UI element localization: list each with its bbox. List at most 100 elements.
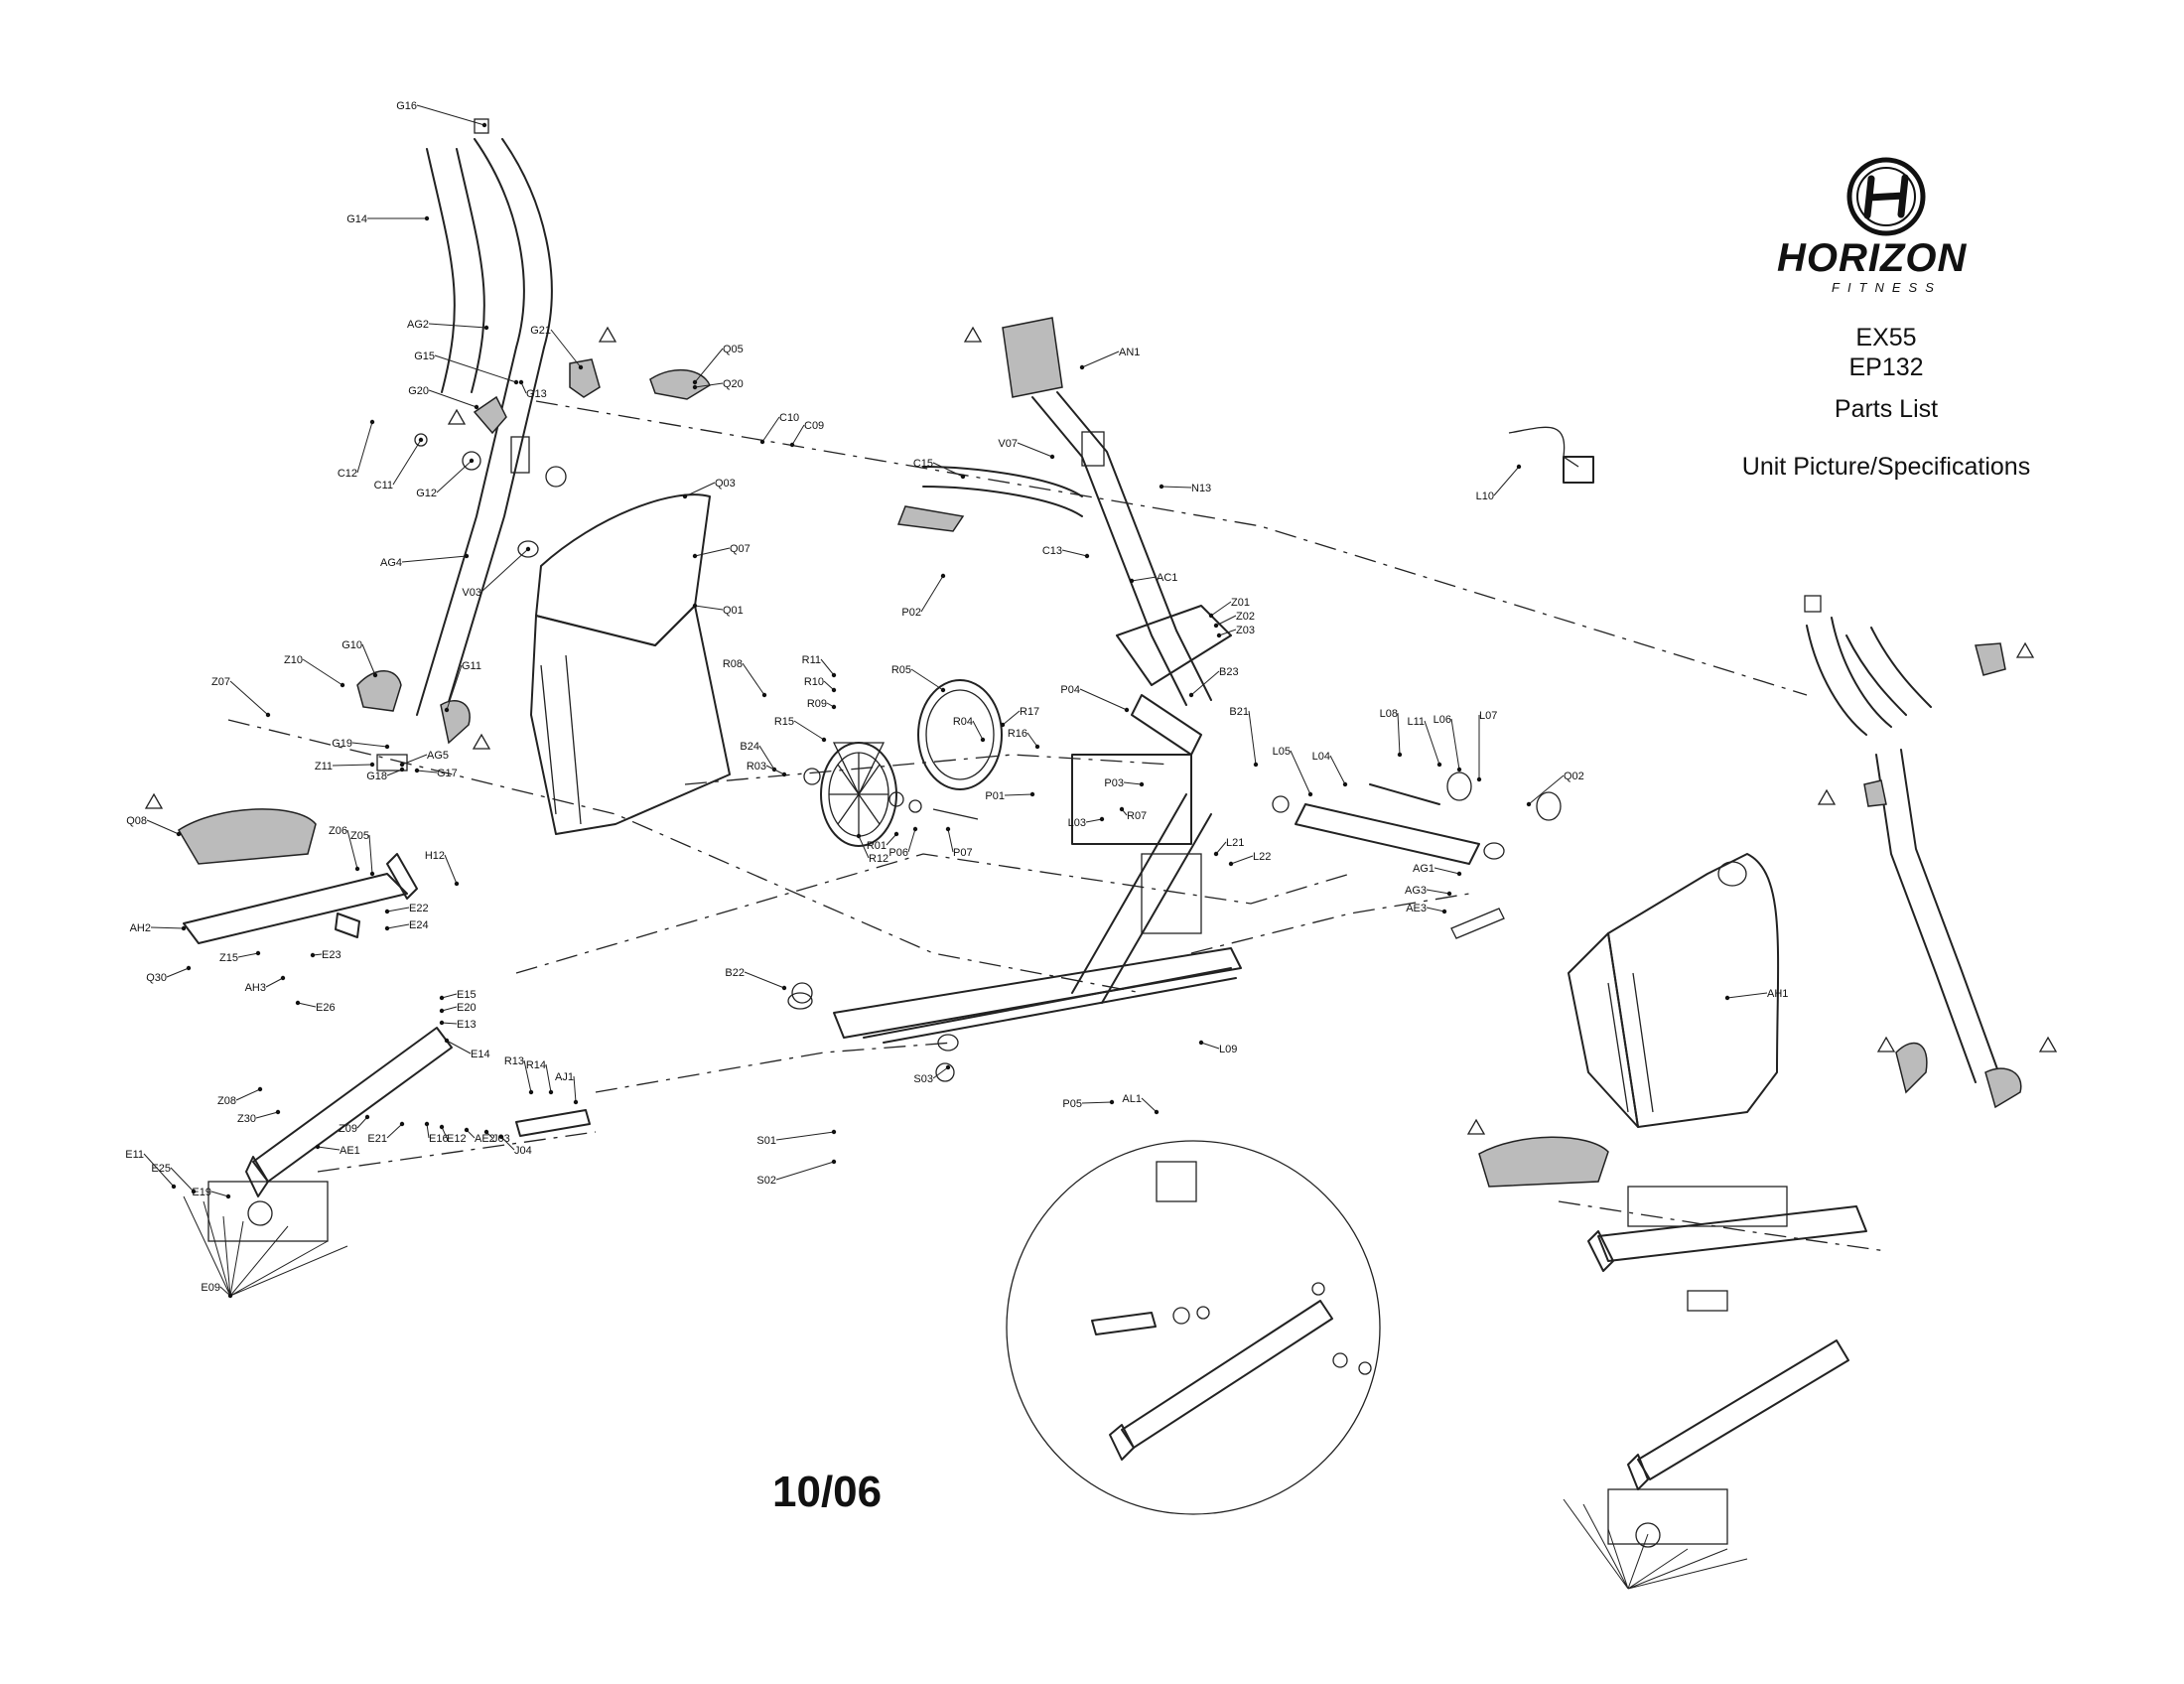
leader-dot — [176, 831, 182, 837]
leader-dot — [225, 1193, 231, 1199]
power-adapter — [1508, 426, 1594, 484]
part-label-e23: E23 — [322, 949, 341, 961]
brand-name: HORIZON — [1777, 236, 1968, 280]
leader-dot — [483, 1129, 489, 1135]
leader-line — [910, 668, 944, 691]
q08-right-pedal — [1478, 1136, 1609, 1188]
leader-dot — [257, 1086, 263, 1092]
leader-dot — [1526, 801, 1532, 807]
part-label-g19: G19 — [332, 738, 352, 750]
leader-line — [932, 1066, 949, 1079]
leader-dot — [1307, 791, 1313, 797]
leader-dot — [464, 553, 470, 559]
part-label-q05: Q05 — [723, 344, 744, 355]
leader-dot — [1124, 707, 1130, 713]
leader-line — [793, 720, 825, 741]
leader-dot — [439, 1124, 445, 1130]
leader-dot — [912, 826, 918, 832]
leader-line — [386, 769, 403, 776]
leader-dot — [255, 950, 261, 956]
leader-line — [428, 323, 487, 329]
leader-dot — [1456, 767, 1462, 772]
leader-dot — [439, 995, 445, 1001]
leader-line — [694, 382, 724, 388]
leader-line — [523, 1059, 532, 1093]
leader-dot — [1079, 364, 1085, 370]
right-handlebar-assembly — [1804, 595, 2022, 1109]
part-label-g17: G17 — [437, 768, 458, 779]
leader-dot — [481, 122, 487, 128]
leader-line — [758, 745, 775, 771]
part-label-ah2: AH2 — [130, 922, 151, 934]
leader-dot — [893, 831, 899, 837]
leader-dot — [369, 419, 375, 425]
leader-dot — [1188, 692, 1194, 698]
part-label-aj1: AJ1 — [555, 1071, 574, 1083]
part-label-v07: V07 — [998, 438, 1018, 450]
part-label-q30: Q30 — [146, 972, 167, 984]
leader-line — [229, 680, 269, 716]
leader-dot — [444, 1038, 450, 1044]
leader-line — [235, 1088, 261, 1101]
leader-line — [545, 1063, 552, 1093]
leader-line — [143, 1153, 175, 1188]
leader-line — [972, 720, 984, 741]
leader-line — [1004, 793, 1033, 796]
leader-dot — [1342, 781, 1348, 787]
part-label-g14: G14 — [346, 213, 367, 225]
leader-line — [416, 770, 438, 773]
an1-console — [1002, 317, 1063, 398]
leader-line — [356, 1116, 368, 1129]
leader-dot — [384, 744, 390, 750]
leader-line — [1426, 889, 1450, 895]
part-label-z11: Z11 — [315, 761, 333, 772]
s01-sensor — [1156, 1161, 1197, 1202]
part-label-r14: R14 — [526, 1059, 546, 1071]
leader-line — [775, 1131, 835, 1141]
q05-cover — [649, 368, 711, 400]
part-label-p01: P01 — [985, 790, 1005, 802]
leader-dot — [1228, 861, 1234, 867]
g16-end-cap — [474, 118, 489, 134]
part-label-ae3: AE3 — [1406, 903, 1427, 914]
warning-icon — [598, 326, 617, 343]
part-label-c12: C12 — [338, 468, 357, 480]
part-label-ae1: AE1 — [340, 1145, 360, 1157]
leader-dot — [474, 404, 479, 410]
leader-dot — [692, 384, 698, 390]
leader-line — [932, 462, 964, 478]
leader-dot — [439, 1008, 445, 1014]
brand-sub: FITNESS — [1832, 280, 1942, 295]
part-label-z09: Z09 — [339, 1123, 357, 1135]
leader-line — [1190, 670, 1220, 696]
leader-dot — [1049, 454, 1055, 460]
part-label-z01: Z01 — [1231, 597, 1250, 609]
leader-line — [386, 907, 410, 912]
left-handlebar-assembly — [356, 118, 711, 772]
leader-dot — [1456, 871, 1462, 877]
part-label-l03: L03 — [1068, 817, 1086, 829]
leader-line — [1026, 732, 1038, 748]
leader-line — [907, 828, 916, 853]
leader-dot — [513, 379, 519, 385]
part-label-p04: P04 — [1060, 684, 1080, 696]
leader-line — [1081, 351, 1120, 368]
leader-line — [775, 1161, 835, 1181]
leader-line — [744, 971, 785, 989]
leader-dot — [759, 439, 765, 445]
leader-dot — [191, 1189, 197, 1194]
leader-line — [1528, 774, 1565, 805]
g21-right-bracket — [1863, 779, 1887, 807]
leader-dot — [821, 737, 827, 743]
assembly-dash-lines — [227, 400, 1887, 1252]
part-label-e25: E25 — [151, 1163, 171, 1175]
leader-dot — [831, 687, 837, 693]
leader-dot — [1216, 632, 1222, 638]
leader-dot — [1139, 781, 1145, 787]
q08-pedal — [177, 808, 317, 865]
leader-line — [297, 1002, 317, 1008]
leader-dot — [1119, 806, 1125, 812]
part-label-g15: G15 — [414, 351, 435, 362]
leader-dot — [469, 458, 475, 464]
